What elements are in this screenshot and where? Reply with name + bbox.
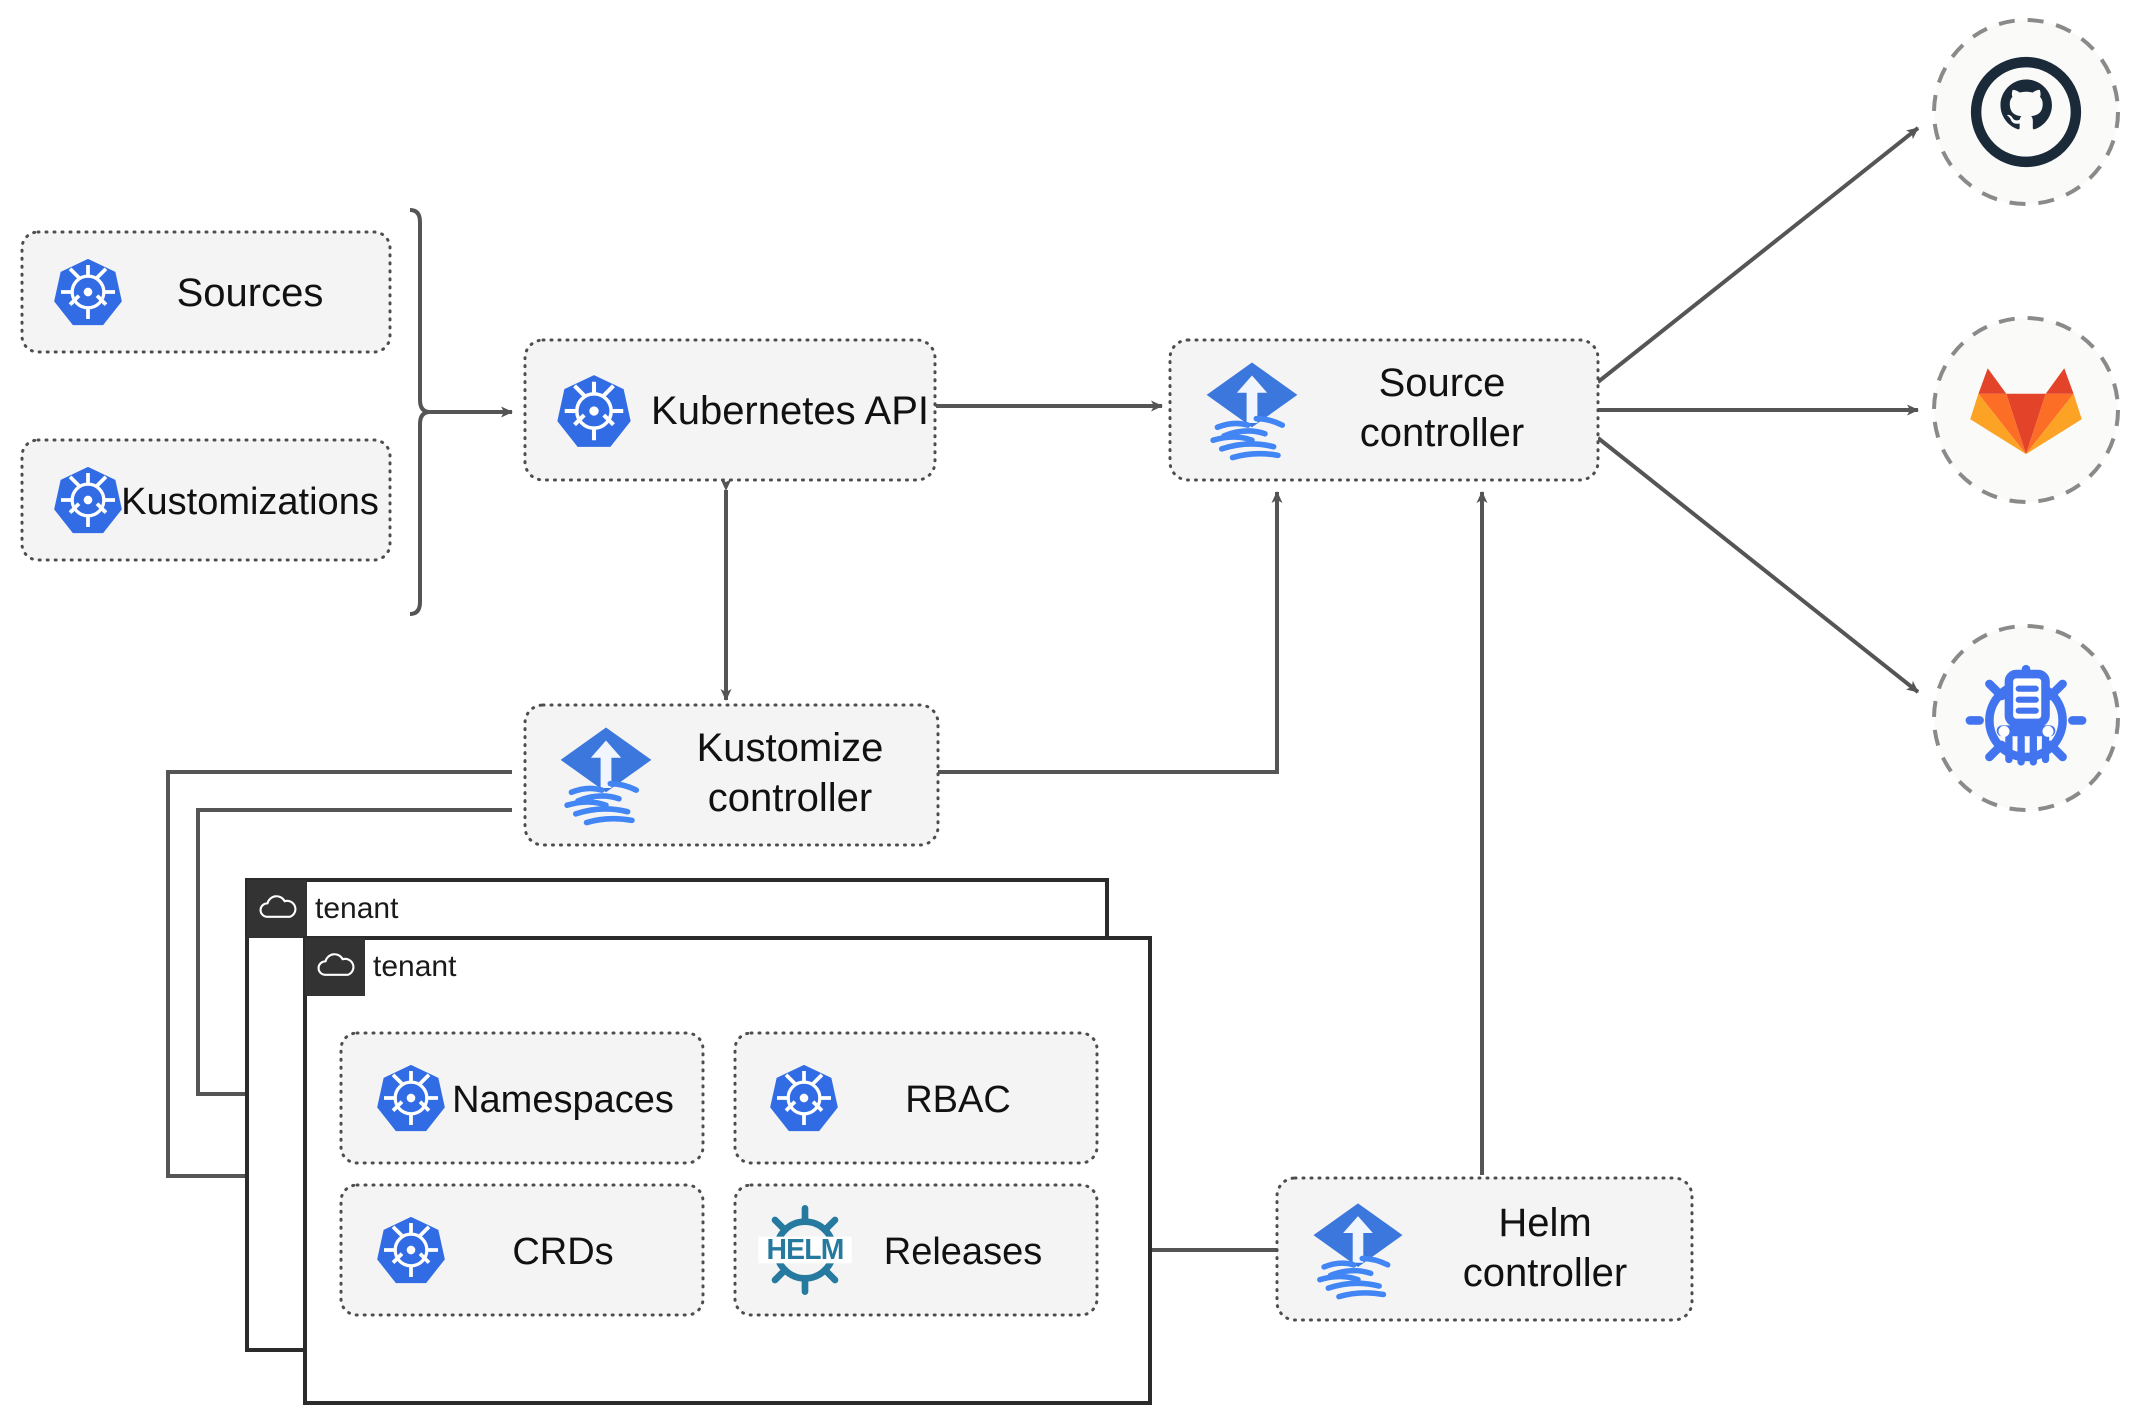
edge-sourcecontroller-github (1596, 126, 1920, 384)
node-label-source-controller-line1: Source (1379, 361, 1506, 405)
node-sources[interactable]: Sources (20, 230, 392, 354)
tenant-inner[interactable]: tenant (303, 936, 1152, 1405)
node-label-helm-controller-line2: controller (1463, 1251, 1628, 1295)
node-crds[interactable]: CRDs (339, 1183, 705, 1317)
node-namespaces[interactable]: Namespaces (339, 1031, 705, 1165)
node-label-kustomize-controller-line2: controller (708, 776, 873, 820)
brace-sources-group (409, 208, 431, 616)
node-source-controller[interactable]: Source controller (1168, 338, 1600, 482)
node-label-rbac: RBAC (905, 1079, 1011, 1121)
node-label-source-controller-line2: controller (1360, 411, 1525, 455)
helm-icon (758, 1208, 851, 1291)
edge-kustomizecontroller-tenant-outer (166, 770, 512, 1181)
node-label-releases: Releases (884, 1231, 1042, 1273)
node-label-kustomizations: Kustomizations (121, 481, 379, 523)
tenant-inner-label: tenant (373, 950, 457, 983)
node-kustomizations[interactable]: Kustomizations (20, 438, 392, 562)
node-rbac[interactable]: RBAC (733, 1031, 1099, 1165)
endpoint-bucket[interactable] (1932, 624, 2120, 812)
endpoint-gitlab[interactable] (1932, 316, 2120, 504)
node-kubernetes-api[interactable]: Kubernetes API (523, 338, 937, 482)
tenant-outer-label: tenant (315, 892, 399, 925)
edge-kustomizecontroller-sourcecontroller (938, 491, 1283, 774)
node-label-kustomize-controller-line1: Kustomize (697, 726, 884, 770)
node-label-sources: Sources (177, 271, 324, 315)
endpoint-github[interactable] (1932, 18, 2120, 206)
node-label-kubernetes-api: Kubernetes API (651, 389, 929, 433)
node-releases[interactable]: Releases (733, 1183, 1099, 1317)
tenant-outer-tab (247, 880, 307, 938)
node-helm-controller[interactable]: Helm controller (1275, 1176, 1694, 1322)
node-kustomize-controller[interactable]: Kustomize controller (523, 703, 940, 847)
tenant-inner-tab (305, 938, 365, 996)
node-label-crds: CRDs (512, 1231, 613, 1273)
node-label-namespaces: Namespaces (452, 1079, 674, 1121)
node-label-helm-controller-line1: Helm (1498, 1201, 1591, 1245)
edge-sourcecontroller-bucket (1596, 436, 1920, 694)
